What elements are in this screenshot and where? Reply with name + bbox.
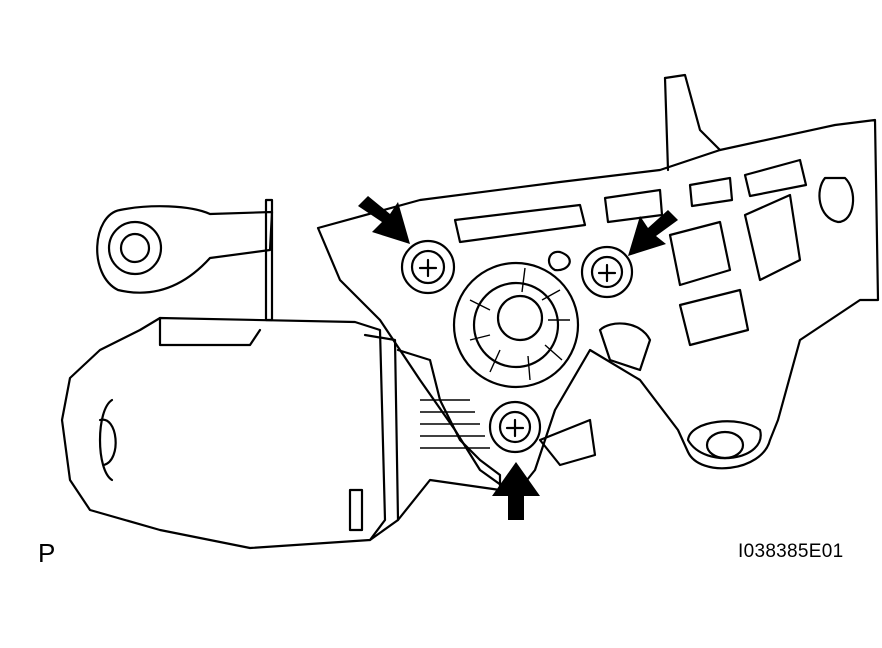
bolt-icon [400, 239, 456, 295]
view-label: P [38, 538, 56, 568]
bolt-icon [488, 400, 542, 454]
bolt-icon [580, 245, 634, 299]
wiper-link-arm [96, 198, 274, 322]
arrow-icon [492, 462, 540, 520]
arrow-icon [358, 196, 410, 244]
wiper-motor-crank-hub [452, 261, 580, 389]
figure-code: I038385E01 [738, 541, 844, 562]
wiper-motor [60, 316, 597, 550]
arrow-icon [628, 210, 678, 256]
